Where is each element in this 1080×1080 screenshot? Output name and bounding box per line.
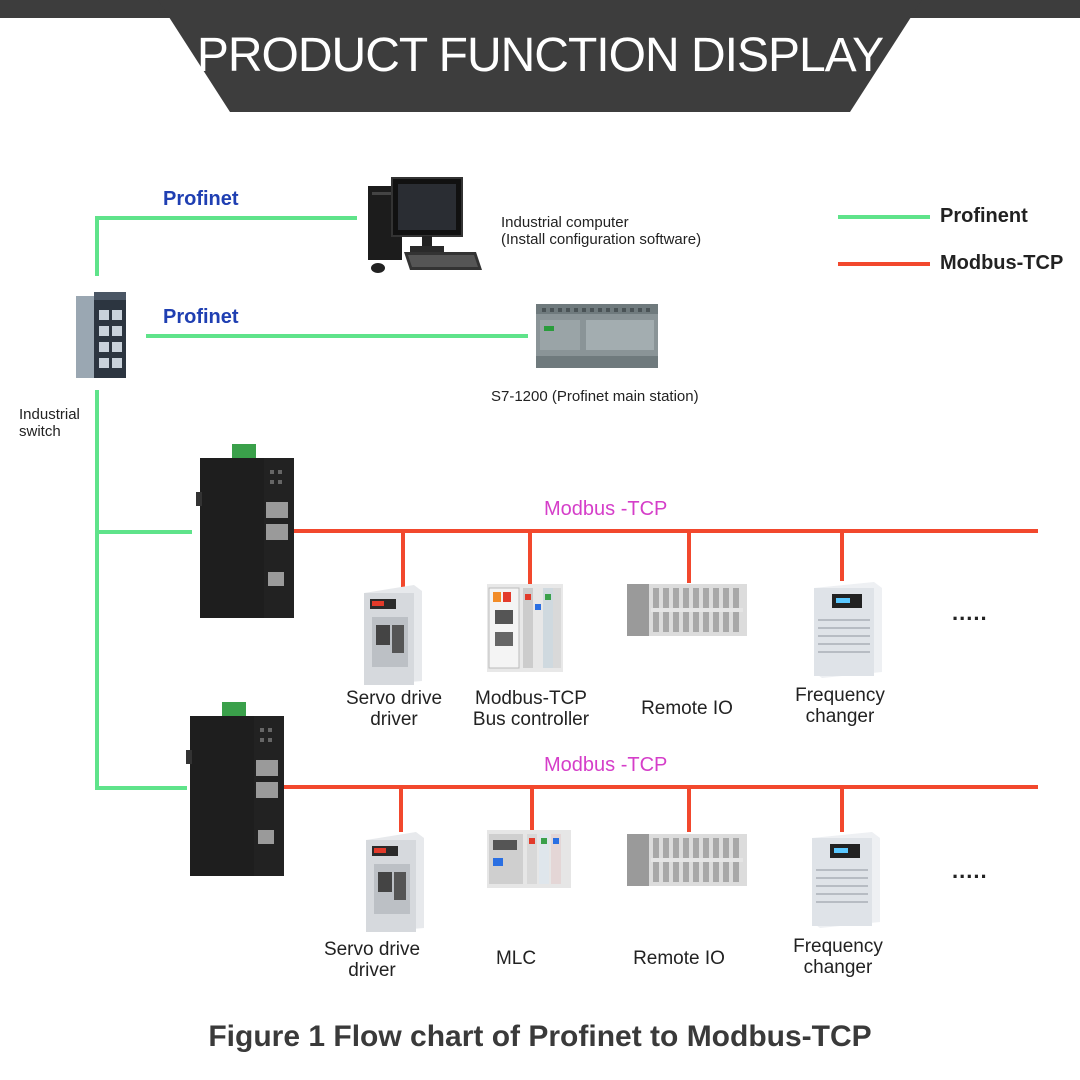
gateway-device-icon xyxy=(196,444,294,618)
modbus-bus1-drop xyxy=(401,531,405,587)
figure-caption: Figure 1 Flow chart of Profinet to Modbu… xyxy=(208,1020,872,1053)
device-label: Servo drive driver xyxy=(345,688,443,730)
legend-modbus-label: Modbus-TCP xyxy=(940,252,1064,274)
servo-drive-icon xyxy=(364,585,422,685)
gateway-device-icon xyxy=(186,702,284,876)
modbus-bus2-drop xyxy=(840,787,844,832)
modbus-bus2-drop xyxy=(530,787,534,830)
more-devices-ellipsis: ..... xyxy=(952,858,988,883)
modbus-bus2-line xyxy=(283,785,1038,789)
device-label: Remote IO xyxy=(641,698,733,719)
frequency-changer-icon xyxy=(812,832,880,928)
modbus-bus2-label: Modbus -TCP xyxy=(544,754,668,776)
profinet-branch-bus2 xyxy=(95,786,187,790)
device-label: MLC xyxy=(495,948,537,969)
industrial-switch-icon xyxy=(76,292,126,378)
more-devices-ellipsis: ..... xyxy=(952,600,988,625)
remote-io-icon xyxy=(627,584,747,636)
industrial-computer-icon xyxy=(368,177,482,273)
modbus-bus1-drop xyxy=(840,531,844,581)
title-banner xyxy=(158,0,922,112)
mlc-icon xyxy=(487,830,571,888)
legend-modbus-swatch xyxy=(838,262,930,266)
device-label: Remote IO xyxy=(633,948,725,969)
profinet-line-computer-h xyxy=(95,216,357,220)
legend-profinet-swatch xyxy=(838,215,930,219)
banner-title: PRODUCT FUNCTION DISPLAY xyxy=(196,29,884,82)
device-label: Frequency changer xyxy=(795,685,885,727)
industrial-computer-label: Industrial computer (Install configurati… xyxy=(501,214,702,248)
industrial-switch-label: Industrial switch xyxy=(19,406,80,440)
modbus-bus1-label: Modbus -TCP xyxy=(544,498,668,520)
modbus-bus2-drop xyxy=(399,787,403,832)
profinet-label-plc: Profinet xyxy=(163,306,239,328)
modbus-bus2-drop xyxy=(687,787,691,832)
device-label: Modbus-TCP Bus controller xyxy=(472,688,590,730)
profinet-trunk xyxy=(95,390,99,790)
device-label: Servo drive driver xyxy=(323,939,421,981)
profinet-line-plc xyxy=(146,334,528,338)
s7-1200-plc-icon xyxy=(536,304,658,368)
modbus-bus1-drop xyxy=(687,531,691,583)
profinet-line-computer-v xyxy=(95,216,99,276)
frequency-changer-icon xyxy=(814,582,882,678)
legend-profinet-label: Profinent xyxy=(940,205,1028,227)
modbus-bus1-line xyxy=(288,529,1038,533)
remote-io-icon xyxy=(627,834,747,886)
s7-1200-label: S7-1200 (Profinet main station) xyxy=(491,388,699,405)
bus-controller-icon xyxy=(487,584,563,672)
profinet-branch-bus1 xyxy=(95,530,192,534)
modbus-bus1-drop xyxy=(528,531,532,587)
device-label: Frequency changer xyxy=(793,936,883,978)
profinet-label-computer: Profinet xyxy=(163,188,239,210)
servo-drive-icon xyxy=(366,832,424,932)
